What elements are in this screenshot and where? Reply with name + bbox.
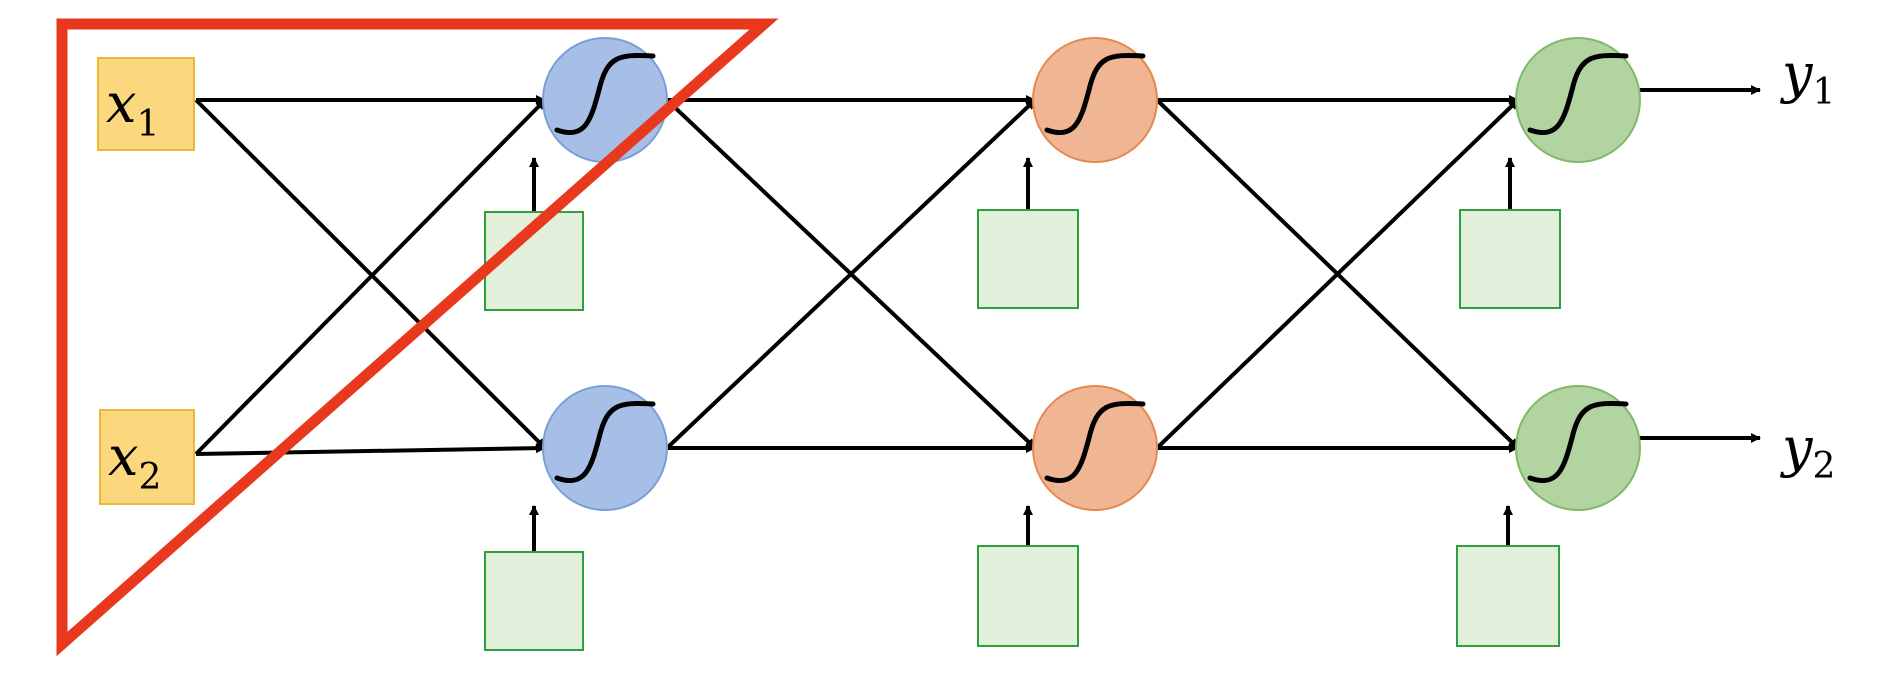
sigmoid-curve-icon — [1044, 401, 1146, 484]
bias-box-l2-1 — [977, 209, 1079, 309]
input-nodes: x1 x2 — [97, 57, 195, 505]
output-labels: y1 y2 — [1780, 42, 1835, 487]
neuron-l1-1 — [542, 37, 668, 163]
highlight-overlay — [56, 18, 779, 657]
input-box — [99, 409, 195, 505]
input-label: x1 — [106, 72, 159, 145]
input-node-x2: x2 — [99, 409, 195, 505]
sigmoid-curve-icon — [554, 53, 656, 136]
edge-x2-to-h1-1 — [194, 98, 547, 456]
bias-box-l1-2 — [484, 551, 584, 651]
sigmoid-curve-icon — [554, 401, 656, 484]
edge-x1-to-h1-2 — [194, 98, 547, 450]
sigmoid-curve-icon — [1527, 53, 1629, 136]
connections — [194, 85, 1761, 552]
edge-l1-2-to-l2-1 — [665, 98, 1037, 450]
edge-x2-to-h1-2 — [195, 443, 546, 456]
bias-box-l3-1 — [1459, 209, 1561, 309]
neuron-l3-2 — [1515, 385, 1641, 511]
input-box — [97, 57, 195, 151]
bias-units — [484, 209, 1561, 651]
output-label-y1: y1 — [1780, 42, 1835, 113]
input-label: x2 — [108, 425, 161, 498]
neuron-l2-2 — [1032, 385, 1158, 511]
input-node-x1: x1 — [97, 57, 195, 151]
neuron-l2-1 — [1032, 37, 1158, 163]
sigmoid-curve-icon — [1044, 53, 1146, 136]
output-label-y2: y2 — [1780, 416, 1835, 487]
sigmoid-curve-icon — [1527, 401, 1629, 484]
neuron-l3-1 — [1515, 37, 1641, 163]
bias-box-l2-2 — [977, 545, 1079, 647]
bias-box-l3-2 — [1456, 545, 1560, 647]
edge-l2-2-to-l3-1 — [1155, 98, 1520, 450]
neuron-l1-2 — [542, 385, 668, 511]
highlight-triangle — [56, 18, 779, 657]
